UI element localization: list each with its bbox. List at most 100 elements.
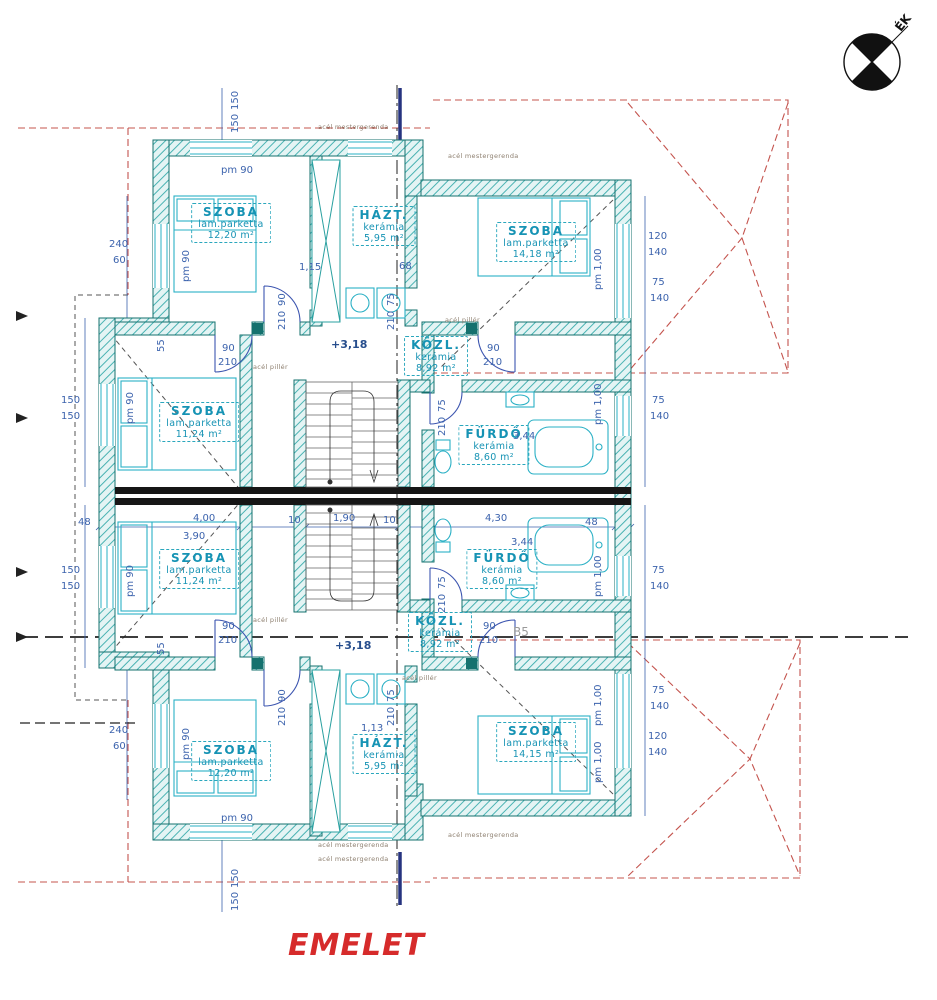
dim-label: 75 [652, 565, 665, 576]
dim-label: 210 [386, 706, 397, 726]
steel-pillars [252, 323, 477, 669]
room-material: lam.parketta [166, 565, 232, 576]
stairs-upper [305, 381, 399, 488]
room-label-kozl-lower: KÖZL. kerámia 8,92 m² [408, 612, 472, 652]
room-name: KÖZL. [411, 338, 461, 352]
note-label: acél pillér [445, 316, 480, 324]
dim-label: pm 90 [221, 813, 253, 824]
room-material: kerámia [363, 750, 405, 761]
note-label: acél pillér [253, 363, 288, 371]
doors [214, 285, 516, 707]
dim-label: 210 [479, 635, 499, 646]
note-label: acél mestergerenda [318, 841, 389, 849]
dim-label: 140 [650, 411, 670, 422]
dim-label: 90 [483, 621, 496, 632]
level-label: +3,18 [335, 639, 372, 652]
dim-label: 75 [386, 689, 397, 702]
room-name: FÜRDŐ [473, 551, 531, 565]
room-name: SZOBA [171, 404, 227, 418]
room-area: 5,95 m² [363, 761, 405, 772]
room-label-szoba-top-right: SZOBA lam.parketta 14,18 m² [496, 222, 576, 262]
dim-label: 90 [277, 293, 288, 306]
dim-label: pm 1,00 [593, 248, 604, 290]
shaft [311, 159, 341, 833]
roof-hip-lines [74, 199, 614, 795]
dim-label: 140 [650, 581, 670, 592]
dim-label: 90 [222, 621, 235, 632]
dim-label: 3,44 [513, 431, 536, 442]
room-area: 8,92 m² [415, 363, 457, 374]
dim-label: pm 90 [125, 392, 136, 424]
room-area: 5,95 m² [363, 233, 405, 244]
dim-label: 3,44 [511, 537, 534, 548]
room-name: SZOBA [203, 205, 259, 219]
room-material: kerámia [363, 222, 405, 233]
dim-label: 1,90 [333, 513, 356, 524]
windows [99, 140, 631, 840]
dim-label: 150 [230, 891, 241, 911]
marker-b5: B5 [513, 625, 529, 639]
bath-fixtures [434, 391, 609, 601]
party-wall [115, 487, 631, 505]
room-name: SZOBA [203, 743, 259, 757]
room-label-kozl-upper: KÖZL. kerámia 8,92 m² [404, 336, 468, 376]
dim-label: 140 [648, 247, 668, 258]
dim-label: pm 90 [181, 250, 192, 282]
dim-label: 1,15 [299, 262, 322, 273]
room-material: kerámia [481, 565, 523, 576]
room-material: lam.parketta [198, 219, 264, 230]
dim-label: 210 [277, 706, 288, 726]
dim-label: 4,00 [193, 513, 216, 524]
dim-label: 140 [650, 293, 670, 304]
dim-label: 120 [648, 231, 668, 242]
dim-label: 48 [585, 517, 598, 528]
room-label-szoba-top-left: SZOBA lam.parketta 12,20 m² [191, 203, 271, 243]
level-label: +3,18 [331, 338, 368, 351]
dim-label: 90 [222, 343, 235, 354]
dim-label: 48 [78, 517, 91, 528]
dim-label: 150 [61, 581, 81, 592]
stairs-lower [305, 504, 399, 611]
room-area: 12,20 m² [207, 768, 255, 779]
room-label-szoba-bottom-right: SZOBA lam.parketta 14,15 m² [496, 722, 576, 762]
room-area: 8,60 m² [481, 576, 523, 587]
dim-label: pm 1,00 [593, 741, 604, 783]
room-material: lam.parketta [503, 738, 569, 749]
dim-label: 140 [648, 747, 668, 758]
dim-label: 210 [218, 357, 238, 368]
dim-label: 75 [437, 576, 448, 589]
room-material: kerámia [415, 352, 457, 363]
dim-label: 150 [230, 868, 241, 888]
note-label: acél mestergerenda [318, 855, 389, 863]
page-title: EMELET [288, 928, 425, 963]
dim-label: 75 [652, 277, 665, 288]
room-name: HÁZT. [359, 208, 409, 222]
dim-label: 75 [437, 399, 448, 412]
dim-label: 210 [437, 416, 448, 436]
room-label-szoba-bottom-left: SZOBA lam.parketta 12,20 m² [191, 741, 271, 781]
dim-label: 75 [652, 685, 665, 696]
section-lines [20, 85, 908, 908]
dim-label: 68 [399, 261, 412, 272]
note-label: acél pillér [253, 616, 288, 624]
room-label-szoba-mid-left-upper: SZOBA lam.parketta 11,24 m² [159, 402, 239, 442]
dim-label: 55 [156, 339, 167, 352]
dim-label: 210 [483, 357, 503, 368]
dim-label: pm 1,00 [593, 684, 604, 726]
room-name: SZOBA [171, 551, 227, 565]
room-name: FÜRDŐ [465, 427, 523, 441]
beds [117, 195, 591, 797]
room-name: SZOBA [508, 224, 564, 238]
north-arrow-icon [843, 25, 909, 91]
dim-label: 240 [109, 725, 129, 736]
room-area: 14,18 m² [512, 249, 560, 260]
room-area: 11,24 m² [175, 576, 223, 587]
dim-label: 60 [113, 255, 126, 266]
room-material: kerámia [473, 441, 515, 452]
dim-label: 90 [277, 689, 288, 702]
room-label-furdo-lower: FÜRDŐ kerámia 8,60 m² [466, 549, 538, 589]
dim-label: 10 [288, 515, 301, 526]
room-area: 8,60 m² [473, 452, 515, 463]
